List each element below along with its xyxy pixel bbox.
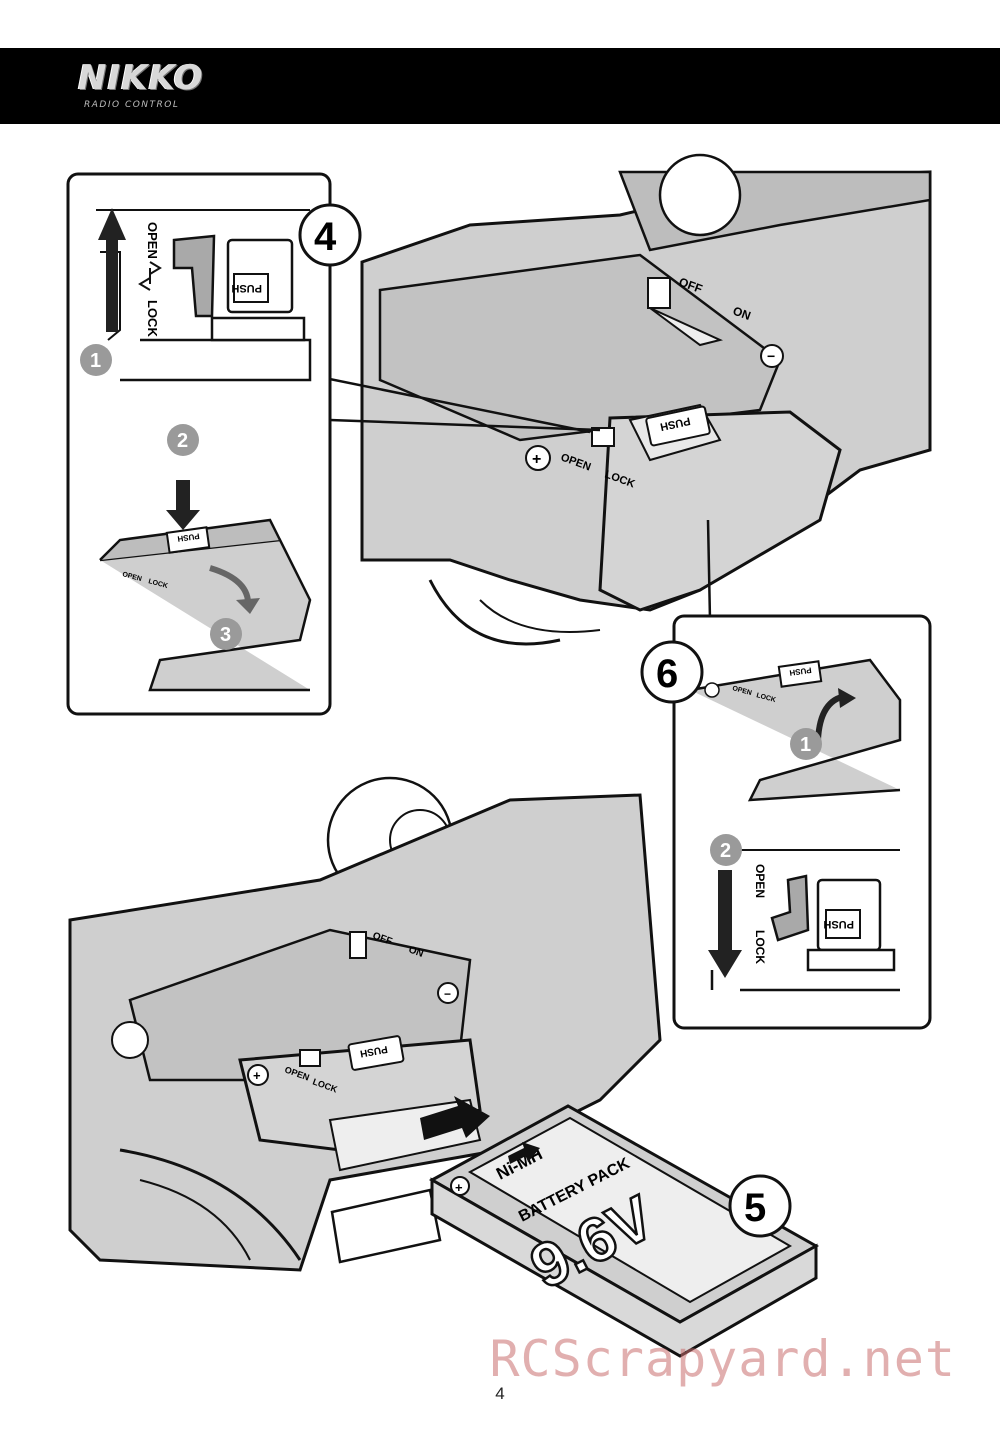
push-label-step4-lower: PUSH xyxy=(177,531,200,543)
step5-number: 5 xyxy=(744,1186,766,1230)
open-label-step4-lower: OPEN xyxy=(121,571,142,583)
lock-label-step4-lower: LOCK xyxy=(147,578,168,590)
push-label-bottom: PUSH xyxy=(359,1043,388,1059)
open-label-step6: OPEN xyxy=(731,685,752,697)
step4-substep-1: 1 xyxy=(90,350,101,372)
lock-label-step4: LOCK xyxy=(145,300,160,337)
step4-panel: PUSH OPEN LOCK 4 1 PUSH OPEN LOCK 2 3 xyxy=(66,172,362,716)
plus-label-bottom: + xyxy=(253,1068,261,1083)
open-label-step4: OPEN xyxy=(145,222,160,259)
plus-label-main: + xyxy=(532,451,541,468)
step6-number: 6 xyxy=(656,652,678,696)
push-label-step6: PUSH xyxy=(789,665,812,677)
step4-substep-3: 3 xyxy=(220,624,231,646)
open-label-step6-lower: OPEN xyxy=(753,864,767,898)
minus-label-main: − xyxy=(767,348,775,364)
step4-number: 4 xyxy=(314,215,337,259)
lock-label-step6: LOCK xyxy=(755,692,776,704)
nikko-logo: NIKKO RADIO CONTROL xyxy=(72,56,222,118)
page-number: 4 xyxy=(495,1384,505,1403)
lock-label-step6-lower: LOCK xyxy=(753,930,767,964)
push-label-step6-lower: PUSH xyxy=(823,918,854,930)
battery-plus-label: + xyxy=(455,1180,463,1195)
on-label-main: ON xyxy=(731,304,753,323)
battery-pack: Ni-MH BATTERY PACK 9.6V + 5 xyxy=(428,1104,820,1358)
step6-substep-2: 2 xyxy=(720,840,731,862)
step6-substep-1: 1 xyxy=(800,734,811,756)
logo-brand: NIKKO xyxy=(78,58,204,98)
on-label-bottom: ON xyxy=(407,944,425,959)
header-bar xyxy=(0,48,1000,124)
minus-label-bottom: − xyxy=(444,987,451,1001)
logo-tagline: RADIO CONTROL xyxy=(84,100,180,110)
step6-panel: PUSH OPEN LOCK 1 PUSH OPEN LOCK 2 6 xyxy=(640,614,932,1030)
step4-substep-2: 2 xyxy=(177,430,188,452)
chassis-top-view: PUSH OPEN LOCK OFF ON + − xyxy=(360,153,932,646)
watermark: RCScrapyard.net xyxy=(489,1330,956,1388)
chassis-bottom-view: PUSH OPEN LOCK OFF ON + − xyxy=(68,776,662,1272)
push-label-step4: PUSH xyxy=(231,282,262,294)
